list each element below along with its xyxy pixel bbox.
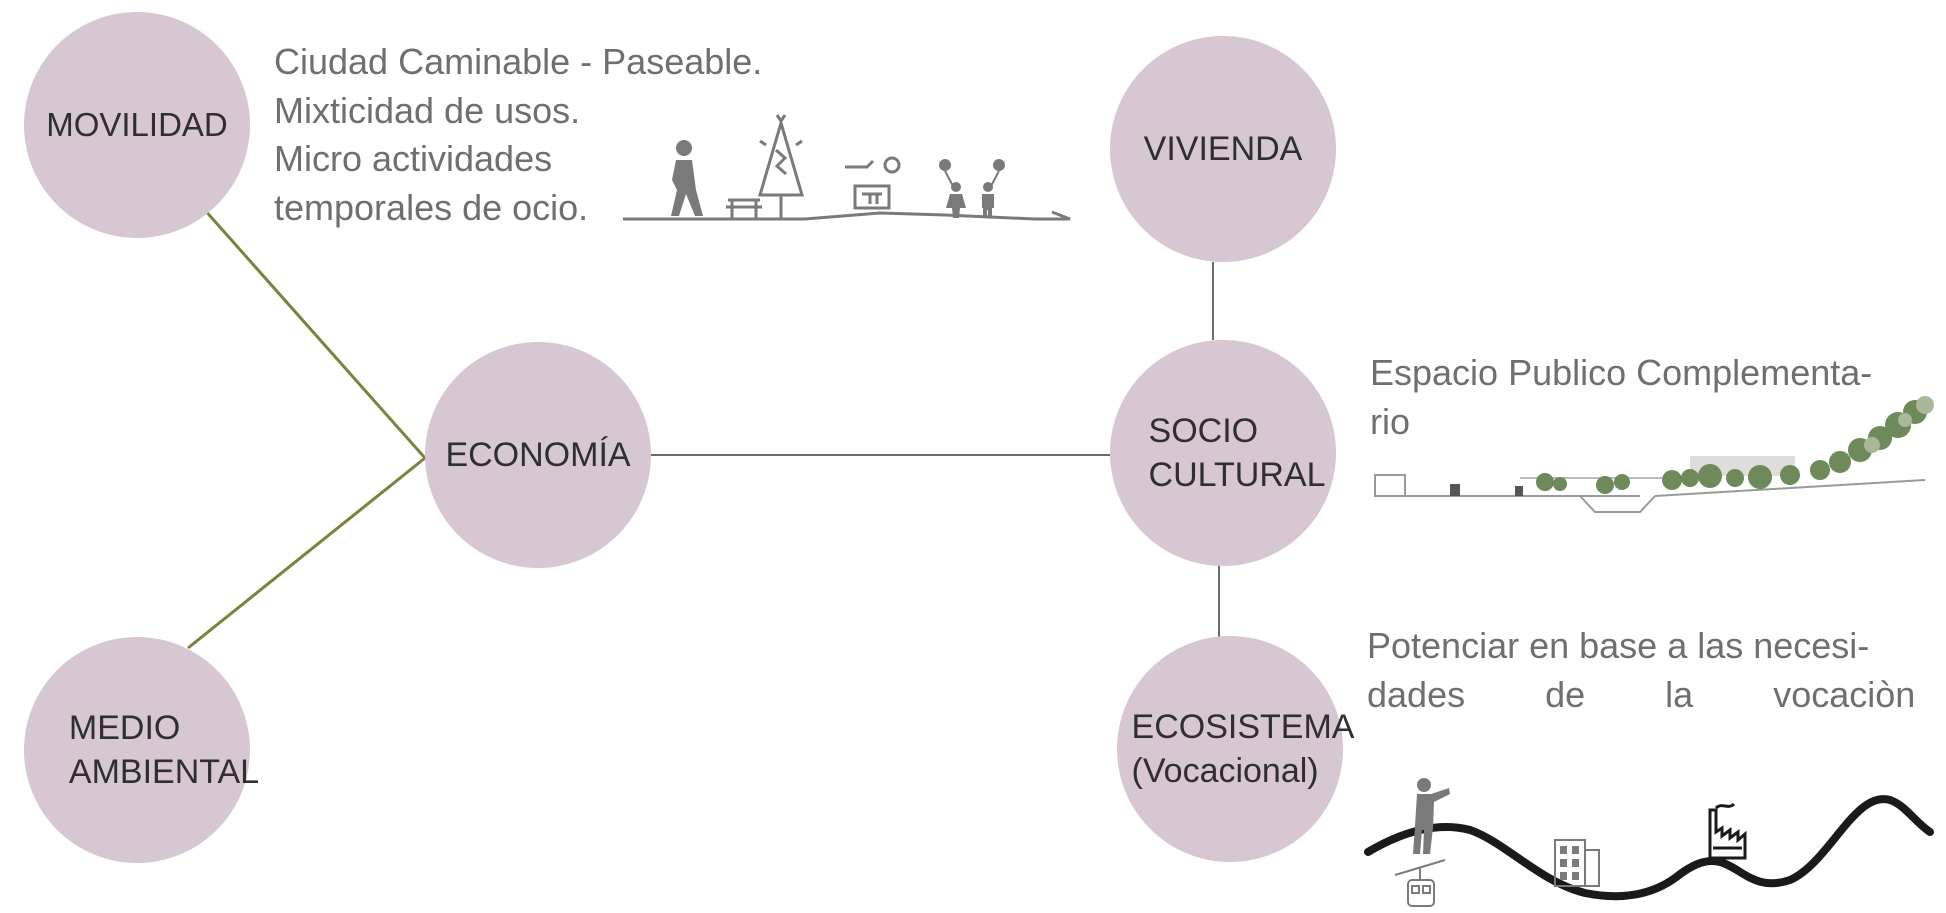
node-medio-ambiental-line-2: AMBIENTAL xyxy=(68,753,260,791)
walking-person-icon xyxy=(671,140,703,216)
factory-icon xyxy=(1708,802,1747,860)
node-vivienda: VIVIENDA xyxy=(1110,36,1336,262)
node-ecosistema-line-2: (Vocacional) xyxy=(1131,752,1319,790)
ground-line xyxy=(623,210,1071,221)
bench-icon xyxy=(726,198,762,218)
park-section-illustration xyxy=(1374,396,1934,513)
connector-economia-medio-ambiental xyxy=(187,456,426,650)
note-socio-cultural: Espacio Publico Complementa- rio xyxy=(1370,349,1872,446)
note-movilidad-line-1: Ciudad Caminable - Paseable. xyxy=(274,41,763,82)
node-socio-cultural: SOCIO CULTURAL xyxy=(1110,340,1336,566)
note-ecosistema: Potenciar en base a las necesi- dades de… xyxy=(1367,622,1915,719)
node-ecosistema-line-1: ECOSISTEMA xyxy=(1131,707,1355,746)
node-movilidad: MOVILIDAD xyxy=(24,12,250,238)
connector-movilidad-economia xyxy=(201,207,427,459)
cable-car-icon xyxy=(1394,859,1446,907)
node-medio-ambiental: MEDIO AMBIENTAL xyxy=(24,637,259,863)
node-medio-ambiental-line-1: MEDIO xyxy=(68,708,181,747)
tree-icon xyxy=(758,114,804,218)
building-icon xyxy=(1554,839,1600,887)
note-movilidad-line-3: Micro actividades xyxy=(274,138,553,180)
note-socio-cultural-line-2: rio xyxy=(1370,400,1411,442)
note-movilidad-line-4: temporales de ocio. xyxy=(274,186,589,228)
note-ecosistema-line-2: dades de la vocaciòn xyxy=(1367,673,1916,715)
node-economia: ECONOMÍA xyxy=(425,342,651,568)
note-movilidad: Ciudad Caminable - Paseable. Mixticidad … xyxy=(274,38,762,232)
node-socio-cultural-line-2: CULTURAL xyxy=(1148,456,1326,494)
node-vivienda-label: VIVIENDA xyxy=(1143,129,1303,168)
children-balloons-icon xyxy=(939,159,1005,218)
ecosystem-illustration xyxy=(1364,778,1934,907)
hill-line xyxy=(1364,795,1934,901)
note-socio-cultural-line-1: Espacio Publico Complementa- xyxy=(1370,352,1873,393)
viewpoint-person-icon xyxy=(1413,778,1450,854)
node-movilidad-label: MOVILIDAD xyxy=(46,105,228,143)
node-ecosistema: ECOSISTEMA (Vocacional) xyxy=(1117,636,1354,862)
vendor-stall-icon xyxy=(845,156,901,210)
node-economia-label: ECONOMÍA xyxy=(445,435,631,474)
note-ecosistema-line-1: Potenciar en base a las necesi- xyxy=(1367,625,1870,666)
node-socio-cultural-line-1: SOCIO xyxy=(1148,411,1259,450)
note-movilidad-line-2: Mixticidad de usos. xyxy=(274,89,581,131)
mobility-illustration xyxy=(623,114,1071,221)
